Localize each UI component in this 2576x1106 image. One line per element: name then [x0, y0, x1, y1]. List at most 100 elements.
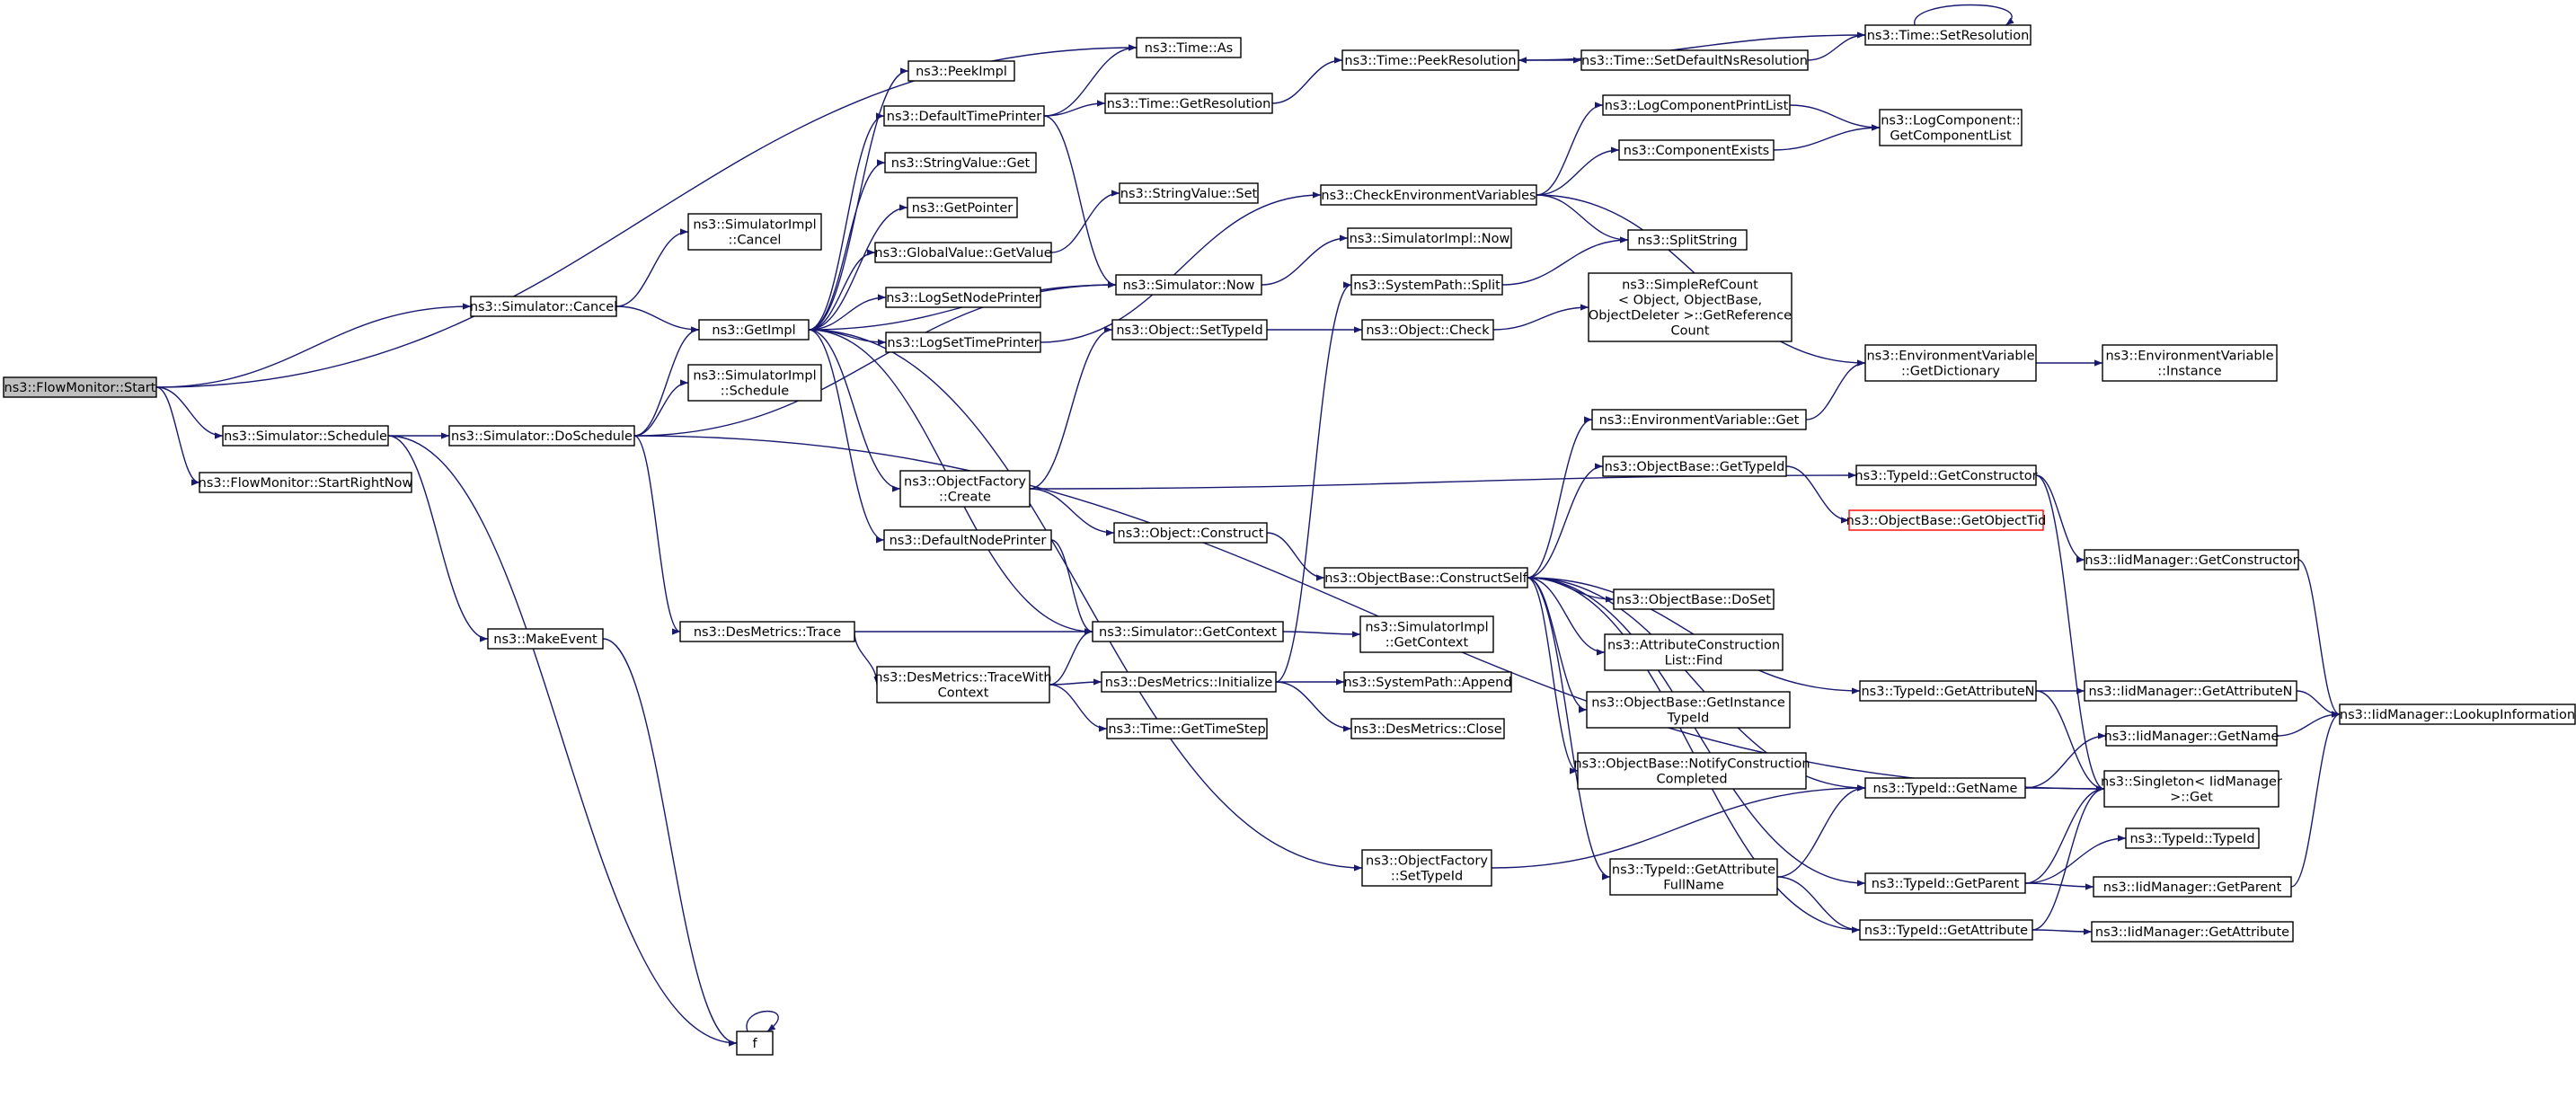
node-simimpl-getcontext[interactable]: ns3::SimulatorImpl::GetContext	[1359, 615, 1494, 653]
edge-logsettime-to-checkenv	[1040, 191, 1322, 343]
node-globalvalue-get[interactable]: ns3::GlobalValue::GetValue	[874, 242, 1052, 263]
node-typeid-getattribute[interactable]: ns3::TypeId::GetAttribute	[1859, 919, 2033, 941]
edge-sim-schedule-to-f	[387, 435, 738, 1047]
edge-typeid-getattrfull-to-typeid-getattribute	[1776, 876, 1861, 933]
node-label: ns3::GetPointer	[912, 201, 1014, 216]
node-objbase-gettypeid[interactable]: ns3::ObjectBase::GetTypeId	[1602, 456, 1787, 477]
node-syspath-split[interactable]: ns3::SystemPath::Split	[1350, 274, 1503, 296]
edge-path	[1527, 577, 1579, 774]
node-label: ns3::EnvironmentVariable::Get	[1599, 413, 1800, 428]
node-label: ns3::TypeId::GetName	[1873, 782, 2018, 796]
node-label: Context	[938, 686, 989, 701]
node-iid-getconstructor[interactable]: ns3::IidManager::GetConstructor	[2084, 549, 2299, 571]
node-stringvalue-set[interactable]: ns3::StringValue::Set	[1119, 182, 1259, 204]
node-label: ns3::IidManager::GetParent	[2103, 880, 2282, 895]
node-simplerefcount[interactable]: ns3::SimpleRefCount< Object, ObjectBase,…	[1588, 272, 1793, 342]
node-sim-cancel[interactable]: ns3::Simulator::Cancel	[470, 296, 617, 317]
edge-path	[155, 386, 200, 486]
node-time-setdefns[interactable]: ns3::Time::SetDefaultNsResolution	[1580, 49, 1809, 71]
edge-desm-tracewith-to-desm-init	[1049, 678, 1102, 686]
node-logsetnode[interactable]: ns3::LogSetNodePrinter	[885, 287, 1041, 308]
node-logcomp-printlist[interactable]: ns3::LogComponentPrintList	[1602, 94, 1791, 116]
node-makeevent[interactable]: ns3::MakeEvent	[487, 628, 604, 650]
node-stringvalue-get[interactable]: ns3::StringValue::Get	[884, 152, 1037, 173]
node-envvar-get[interactable]: ns3::EnvironmentVariable::Get	[1591, 409, 1807, 430]
node-iid-getparent[interactable]: ns3::IidManager::GetParent	[2093, 876, 2292, 898]
node-simimpl-schedule[interactable]: ns3::SimulatorImpl::Schedule	[687, 364, 822, 402]
node-objfactory-create[interactable]: ns3::ObjectFactory::Create	[899, 470, 1031, 508]
node-label: GetComponentList	[1890, 129, 2012, 144]
edge-path	[1773, 124, 1881, 151]
node-box	[1104, 93, 1273, 114]
node-objbase-constructself[interactable]: ns3::ObjectBase::ConstructSelf	[1323, 567, 1528, 588]
node-defnodeprinter[interactable]: ns3::DefaultNodePrinter	[883, 529, 1052, 551]
node-envvar-instance[interactable]: ns3::EnvironmentVariable::Instance	[2102, 344, 2278, 382]
node-f[interactable]: f	[736, 1031, 774, 1056]
node-getimpl[interactable]: ns3::GetImpl	[698, 319, 810, 341]
node-box	[1350, 718, 1505, 739]
node-desm-init[interactable]: ns3::DesMetrics::Initialize	[1101, 671, 1277, 693]
node-objbase-notify[interactable]: ns3::ObjectBase::NotifyConstructionCompl…	[1573, 752, 1810, 790]
edge-path	[633, 326, 700, 437]
edge-desm-tracewith-to-time-gettimestep	[1049, 684, 1108, 732]
node-box	[884, 152, 1037, 173]
edge-path	[808, 329, 885, 544]
edge-path	[1527, 577, 1866, 792]
node-compexists[interactable]: ns3::ComponentExists	[1618, 139, 1775, 161]
node-checkenv[interactable]: ns3::CheckEnvironmentVariables	[1320, 184, 1537, 206]
node-start[interactable]: ns3::FlowMonitor::Start	[3, 376, 157, 398]
node-typeid-getconstructor[interactable]: ns3::TypeId::GetConstructor	[1855, 465, 2038, 486]
node-envvar-getdict[interactable]: ns3::EnvironmentVariable::GetDictionary	[1864, 344, 2037, 382]
node-desm-close[interactable]: ns3::DesMetrics::Close	[1350, 718, 1505, 739]
node-logsettime[interactable]: ns3::LogSetTimePrinter	[885, 332, 1041, 353]
node-splitstring[interactable]: ns3::SplitString	[1627, 229, 1748, 251]
node-obj-check[interactable]: ns3::Object::Check	[1361, 319, 1494, 341]
node-sim-schedule[interactable]: ns3::Simulator::Schedule	[222, 425, 389, 447]
node-getpointer[interactable]: ns3::GetPointer	[907, 197, 1018, 218]
node-sim-getcontext[interactable]: ns3::Simulator::GetContext	[1092, 621, 1284, 642]
node-label: ns3::ObjectBase::NotifyConstruction	[1573, 757, 1810, 772]
node-label: ns3::TypeId::GetAttributeN	[1861, 685, 2034, 699]
node-desm-trace[interactable]: ns3::DesMetrics::Trace	[679, 621, 855, 642]
node-time-peekres[interactable]: ns3::Time::PeekResolution	[1341, 49, 1519, 71]
node-iid-getattrn[interactable]: ns3::IidManager::GetAttributeN	[2084, 680, 2297, 702]
node-typeid-getattrn[interactable]: ns3::TypeId::GetAttributeN	[1859, 680, 2037, 702]
node-obj-construct[interactable]: ns3::Object::Construct	[1113, 522, 1268, 544]
node-doschedule[interactable]: ns3::Simulator::DoSchedule	[448, 425, 635, 447]
node-box	[1580, 49, 1809, 71]
node-obj-settypeid[interactable]: ns3::Object::SetTypeId	[1111, 319, 1268, 341]
node-objbase-getobjecttid[interactable]: ns3::ObjectBase::GetObjectTid	[1846, 509, 2047, 531]
node-objfactory-settypeid[interactable]: ns3::ObjectFactory::SetTypeId	[1361, 849, 1492, 887]
node-singleton-get[interactable]: ns3::Singleton< IidManager>::Get	[2101, 770, 2282, 808]
node-logcomp-getlist[interactable]: ns3::LogComponent::GetComponentList	[1879, 109, 2023, 146]
node-iid-getname[interactable]: ns3::IidManager::GetName	[2104, 725, 2279, 747]
node-simimpl-cancel[interactable]: ns3::SimulatorImpl::Cancel	[687, 213, 822, 251]
edge-objfactory-create-to-obj-settypeid	[1029, 326, 1113, 490]
node-time-as[interactable]: ns3::Time::As	[1136, 37, 1242, 58]
edge-path	[2032, 928, 2093, 935]
node-sim-now[interactable]: ns3::Simulator::Now	[1115, 274, 1262, 296]
edge-globalvalue-get-to-stringvalue-set	[1050, 190, 1120, 253]
node-label: ObjectDeleter >::GetReference	[1589, 309, 1792, 323]
node-box	[883, 105, 1045, 127]
node-objbase-doset[interactable]: ns3::ObjectBase::DoSet	[1613, 588, 1775, 610]
node-typeid-typeid[interactable]: ns3::TypeId::TypeId	[2125, 827, 2260, 849]
node-typeid-getname[interactable]: ns3::TypeId::GetName	[1864, 777, 2026, 799]
node-time-setres[interactable]: ns3::Time::SetResolution	[1864, 24, 2032, 46]
node-startrightnow[interactable]: ns3::FlowMonitor::StartRightNow	[199, 472, 413, 493]
node-peekimpl[interactable]: ns3::PeekImpl	[907, 60, 1015, 82]
node-simimpl-now[interactable]: ns3::SimulatorImpl::Now	[1347, 227, 1512, 249]
node-label: ns3::StringValue::Set	[1120, 187, 1258, 201]
node-iid-getattribute[interactable]: ns3::IidManager::GetAttribute	[2091, 921, 2294, 942]
node-time-getres[interactable]: ns3::Time::GetResolution	[1104, 93, 1273, 114]
node-deftimeprinter[interactable]: ns3::DefaultTimePrinter	[883, 105, 1045, 127]
node-typeid-getparent[interactable]: ns3::TypeId::GetParent	[1864, 872, 2026, 894]
node-time-gettimestep[interactable]: ns3::Time::GetTimeStep	[1106, 718, 1268, 739]
node-iid-lookup[interactable]: ns3::IidManager::LookupInformation	[2339, 703, 2576, 725]
node-syspath-append[interactable]: ns3::SystemPath::Append	[1343, 671, 1512, 693]
